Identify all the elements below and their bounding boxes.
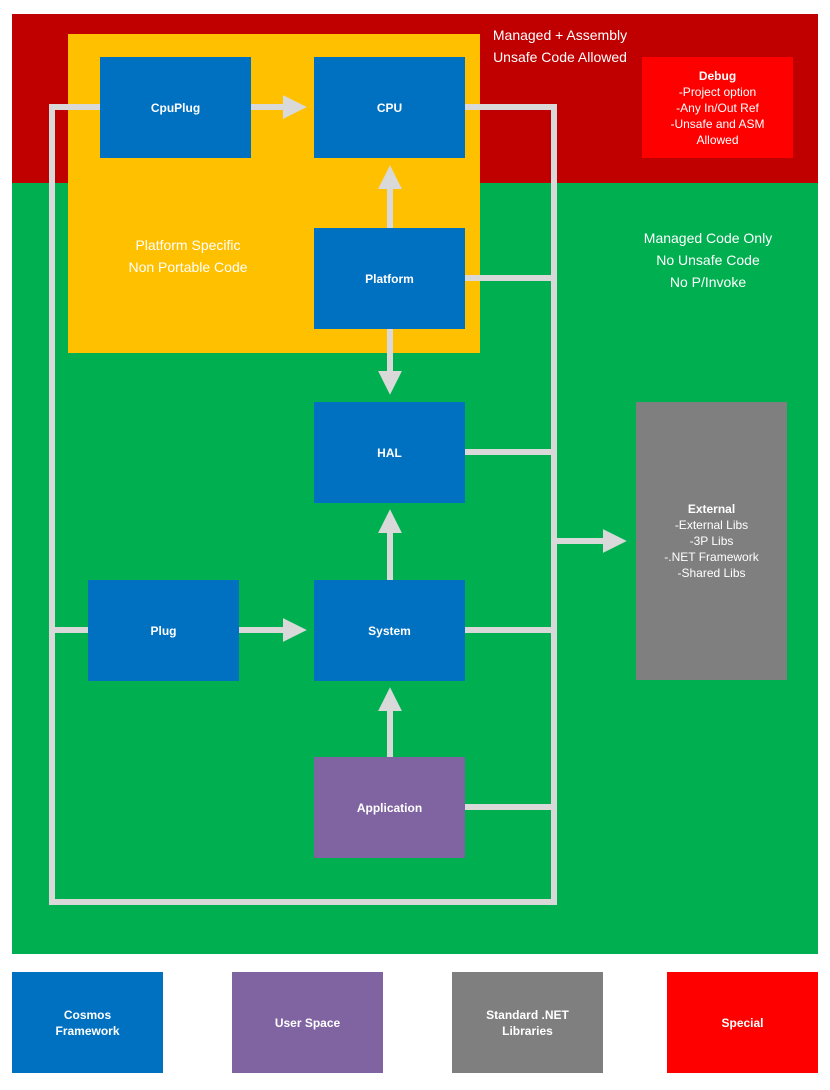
external-line: -.NET Framework <box>664 550 759 564</box>
debug-node: Debug -Project option -Any In/Out Ref -U… <box>642 57 793 158</box>
hal-node: HAL <box>314 402 465 503</box>
cpu-node: CPU <box>314 57 465 158</box>
left-bus-line <box>49 104 557 905</box>
external-line: -Shared Libs <box>677 566 746 580</box>
debug-line: Allowed <box>696 132 739 147</box>
external-line: -3P Libs <box>689 534 734 548</box>
debug-line: -Unsafe and ASM <box>670 116 765 131</box>
unsafe-zone-label: Managed + Assembly Unsafe Code Allowed <box>492 27 628 65</box>
managed-zone-label: Managed Code Only No Unsafe Code No P/In… <box>643 230 773 290</box>
external-line: -External Libs <box>674 518 749 532</box>
debug-title: Debug <box>698 68 737 83</box>
legend-cosmos-framework: Cosmos Framework <box>12 972 163 1073</box>
debug-line: -Any In/Out Ref <box>676 100 759 115</box>
external-node: External -External Libs -3P Libs -.NET F… <box>636 402 787 680</box>
application-node: Application <box>314 757 465 858</box>
legend-user-space: User Space <box>232 972 383 1073</box>
debug-line: -Project option <box>678 84 757 99</box>
external-title: External <box>687 502 736 516</box>
legend-standard-net-libraries: Standard .NET Libraries <box>452 972 603 1073</box>
platform-node: Platform <box>314 228 465 329</box>
legend-special: Special <box>667 972 818 1073</box>
system-node: System <box>314 580 465 681</box>
platform-zone-label: Platform Specific Non Portable Code <box>128 237 248 275</box>
cpuplug-node: CpuPlug <box>100 57 251 158</box>
plug-node: Plug <box>88 580 239 681</box>
